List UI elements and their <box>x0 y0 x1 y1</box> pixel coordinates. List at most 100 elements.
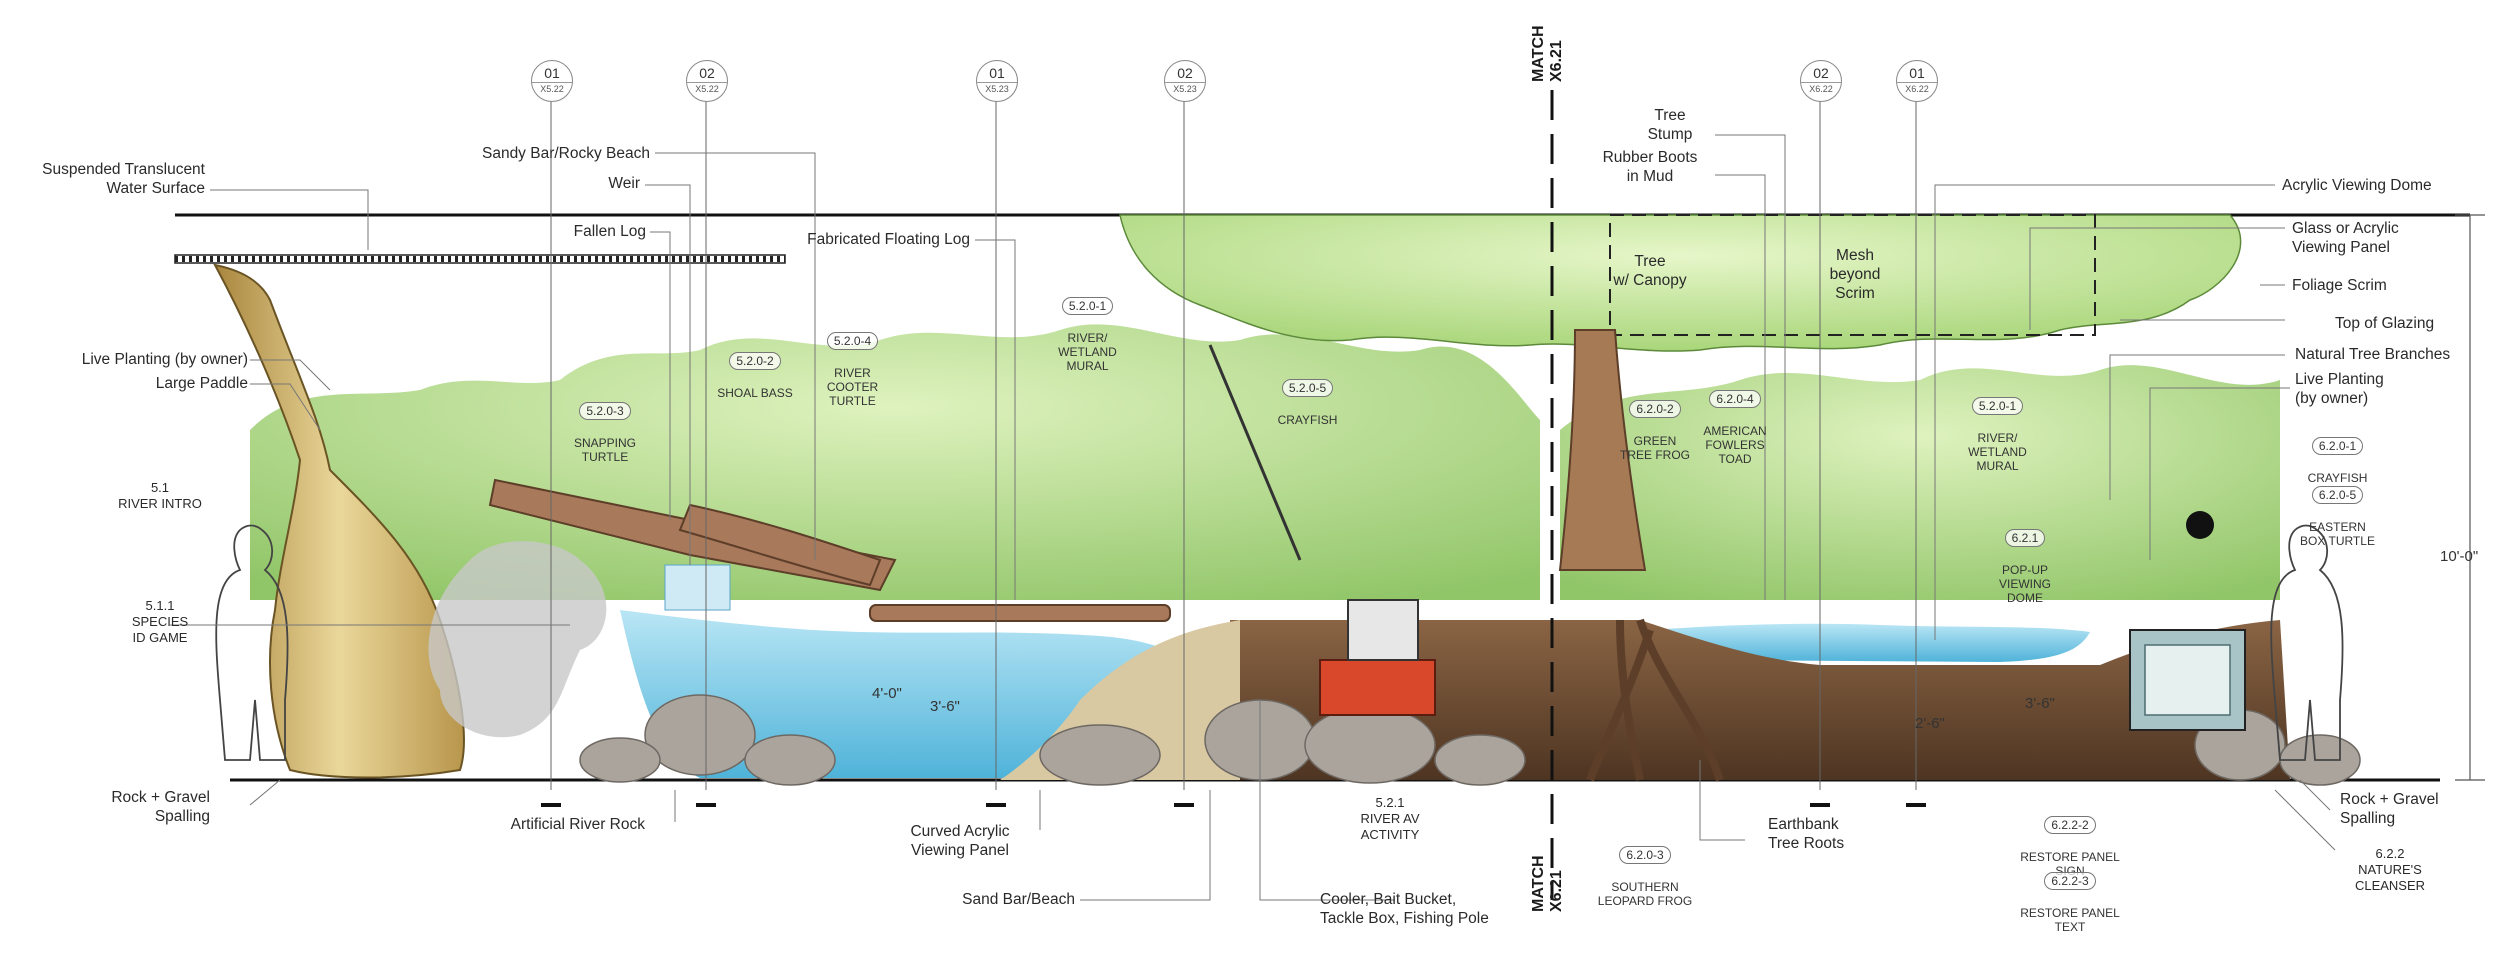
section-bubble-number: 02 <box>687 66 727 83</box>
tag-code: 6.2.1 <box>2004 529 2046 547</box>
tag-name: RIVER/ WETLAND MURAL <box>1058 331 1117 373</box>
section-bubble-number: 02 <box>1165 66 1205 83</box>
label-cooler: Cooler, Bait Bucket, Tackle Box, Fishing… <box>1320 891 1489 927</box>
tag-name: SOUTHERN LEOPARD FROG <box>1597 880 1693 908</box>
section-bubble-sheet: X6.22 <box>1809 84 1833 94</box>
dimension-overall-height: 10'-0" <box>2440 548 2479 565</box>
label-rock-gravel-left: Rock + Gravel Spalling <box>111 789 210 825</box>
tag-restore-text: 6.2.2-3 RESTORE PANEL TEXT <box>2010 858 2130 934</box>
section-bubble-6: 01 X6.22 <box>1896 60 1938 102</box>
tag-code: 5.2.0-5 <box>1281 379 1334 397</box>
fallen-logs <box>488 478 1171 622</box>
match-sheet: X6.21 <box>1548 40 1565 82</box>
fishing-pole <box>1208 344 1302 561</box>
label-tree-canopy: Tree w/ Canopy <box>1613 253 1687 289</box>
species-game-overlay <box>428 541 607 738</box>
tag-code: 5.2.0-1 <box>1061 297 1114 315</box>
right-pool-water <box>1650 623 2090 662</box>
label-sandy-bar: Sandy Bar/Rocky Beach <box>481 145 650 162</box>
weir-waterfall <box>664 564 731 611</box>
tag-code: 6.2.0-3 <box>1619 846 1671 864</box>
match-word: MATCH <box>1530 855 1547 912</box>
label-sand-bar: Sand Bar/Beach <box>962 891 1075 908</box>
label-suspended-water: Suspended Translucent Water Surface <box>42 161 205 197</box>
label-large-paddle: Large Paddle <box>155 375 248 392</box>
section-bubble-sheet: X5.23 <box>985 84 1009 94</box>
mesh-outline <box>1609 214 2096 336</box>
label-fallen-log: Fallen Log <box>573 223 646 240</box>
tag-crayfish-right: 6.2.0-1 CRAYFISH <box>2290 423 2385 485</box>
tag-name: RIVER/ WETLAND MURAL <box>1968 431 2027 473</box>
tag-name: SNAPPING TURTLE <box>573 436 636 464</box>
label-floating-log: Fabricated Floating Log <box>807 231 970 248</box>
tag-name: CRAYFISH <box>1277 413 1338 427</box>
tag-code: 6.2.0-2 <box>1629 400 1681 418</box>
label-rock-gravel-right: Rock + Gravel Spalling <box>2340 791 2439 827</box>
tag-box-turtle: 6.2.0-5 EASTERN BOX TURTLE <box>2290 472 2385 548</box>
tag-river-cooter: 5.2.0-4 RIVER COOTER TURTLE <box>810 318 895 408</box>
label-river-intro: 5.1 RIVER INTRO <box>118 480 202 511</box>
tag-leopard-frog: 6.2.0-3 SOUTHERN LEOPARD FROG <box>1590 832 1700 908</box>
section-bubble-sheet: X5.22 <box>540 84 564 94</box>
match-label-bottom: MATCH X6.21 <box>1530 855 1566 912</box>
tag-code: 6.2.2-3 <box>2044 872 2096 890</box>
label-live-planting: Live Planting (by owner) <box>81 351 248 368</box>
label-top-glazing: Top of Glazing <box>2335 315 2435 332</box>
box-turtle-marker <box>2186 511 2214 539</box>
dimension-depth-b: 3'-6" <box>930 698 960 715</box>
label-tree-branches: Natural Tree Branches <box>2295 346 2451 363</box>
tag-code: 6.2.2-2 <box>2044 816 2096 834</box>
tag-code: 5.2.0-3 <box>579 402 631 420</box>
label-glass-panel: Glass or Acrylic Viewing Panel <box>2292 220 2399 256</box>
dimension-depth-d: 3'-6" <box>2025 695 2055 712</box>
cooler <box>1319 599 1436 716</box>
tag-name: EASTERN BOX TURTLE <box>2300 520 2375 548</box>
tree-roots <box>1586 618 1724 782</box>
match-label-top: MATCH X6.21 <box>1530 25 1566 82</box>
tag-name: RESTORE PANEL TEXT <box>2020 906 2120 934</box>
tag-river-mural-right: 5.2.0-1 RIVER/ WETLAND MURAL <box>1950 383 2045 473</box>
tag-name: GREEN TREE FROG <box>1619 434 1690 462</box>
tag-code: 5.2.0-4 <box>826 332 879 350</box>
callout-leaders <box>170 134 2336 901</box>
label-foliage-scrim: Foliage Scrim <box>2292 277 2387 294</box>
tag-fowlers-toad: 6.2.0-4 AMERICAN FOWLERS TOAD <box>1690 376 1780 466</box>
match-sheet: X6.21 <box>1548 870 1565 912</box>
section-bubble-1: 01 X5.22 <box>531 60 573 102</box>
tree-trunk <box>1558 329 1647 571</box>
background-foliage <box>250 324 2280 600</box>
match-word: MATCH <box>1530 25 1547 82</box>
tag-snapping-turtle: 5.2.0-3 SNAPPING TURTLE <box>560 388 650 464</box>
section-bubble-4: 02 X5.23 <box>1164 60 1206 102</box>
section-bubble-3: 01 X5.23 <box>976 60 1018 102</box>
section-bubble-number: 01 <box>977 66 1017 83</box>
label-curved-panel: Curved Acrylic Viewing Panel <box>910 823 1010 859</box>
label-natures-cleanser: 6.2.2 NATURE'S CLEANSER <box>2354 846 2426 893</box>
tag-popup-dome: 6.2.1 POP-UP VIEWING DOME <box>1985 515 2065 605</box>
tag-river-mural-left: 5.2.0-1 RIVER/ WETLAND MURAL <box>1040 283 1135 373</box>
tag-shoal-bass: 5.2.0-2 SHOAL BASS <box>705 338 805 400</box>
tag-name: CRAYFISH <box>2307 471 2368 485</box>
tag-green-tree-frog: 6.2.0-2 GREEN TREE FROG <box>1610 386 1700 462</box>
large-paddle <box>213 263 465 779</box>
section-cut-lines <box>550 100 1917 790</box>
section-bubble-number: 01 <box>1897 66 1937 83</box>
tag-code: 5.2.0-2 <box>729 352 781 370</box>
section-bubble-sheet: X5.23 <box>1173 84 1197 94</box>
section-bubble-number: 01 <box>532 66 572 83</box>
section-bubble-5: 02 X6.22 <box>1800 60 1842 102</box>
overall-height-dimension <box>2455 214 2485 781</box>
label-weir: Weir <box>608 175 640 192</box>
tag-name: POP-UP VIEWING DOME <box>1998 563 2051 605</box>
dimension-depth-a: 4'-0" <box>872 685 902 702</box>
tag-name: AMERICAN FOWLERS TOAD <box>1703 424 1767 466</box>
label-rubber-boots: Rubber Boots in Mud <box>1602 149 1698 185</box>
label-earthbank: Earthbank Tree Roots <box>1768 816 1845 852</box>
tag-code: 6.2.0-4 <box>1709 390 1761 408</box>
tag-code: 6.2.0-5 <box>2311 486 2364 504</box>
suspended-water-surface <box>174 254 786 264</box>
label-river-av: 5.2.1 RIVER AV ACTIVITY <box>1360 795 1420 842</box>
section-bubble-2: 02 X5.22 <box>686 60 728 102</box>
section-bubble-sheet: X5.22 <box>695 84 719 94</box>
